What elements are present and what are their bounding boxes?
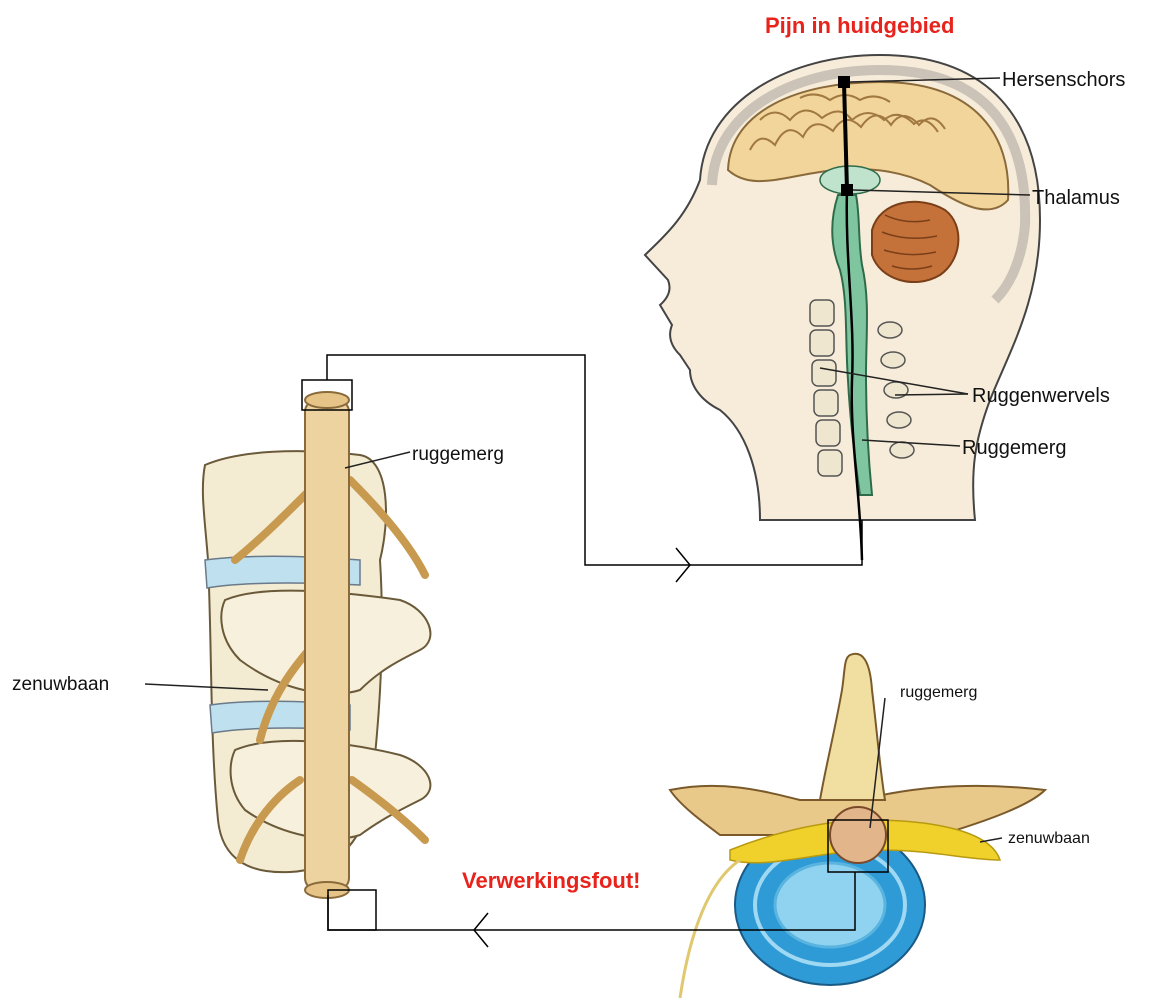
cortex-marker — [838, 76, 850, 88]
diagram-title: Pijn in huidgebied — [765, 13, 954, 38]
head-sagittal-illustration — [645, 55, 1040, 560]
spinal-column-illustration — [203, 380, 431, 930]
label-thalamus: Thalamus — [1032, 187, 1120, 209]
thalamus-marker — [841, 184, 853, 196]
vertebra-cross-section — [670, 654, 1045, 998]
label-vertebrae: Ruggenwervels — [972, 385, 1110, 407]
nerve-fiber — [680, 860, 740, 998]
label-nerve-path-column: zenuwbaan — [12, 674, 109, 695]
processing-error-text: Verwerkingsfout! — [462, 868, 640, 893]
label-spinal-cord-head: Ruggemerg — [962, 437, 1067, 459]
label-cortex: Hersenschors — [1002, 69, 1125, 91]
label-nerve-path-cross: zenuwbaan — [1008, 830, 1090, 847]
cerebellum — [872, 202, 958, 282]
label-spinal-cord-column: ruggemerg — [412, 444, 504, 465]
spinal-cord-column — [305, 400, 349, 890]
label-spinal-cord-cross: ruggemerg — [900, 684, 977, 701]
cord-cross — [830, 807, 886, 863]
